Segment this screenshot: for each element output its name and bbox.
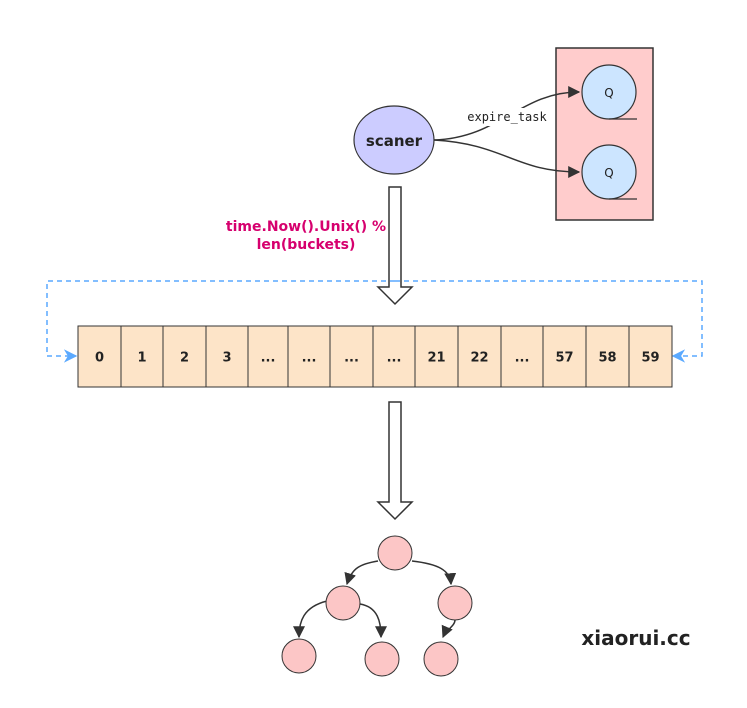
bucket-label: 3 [222,351,231,366]
queue-2: Q [581,144,637,200]
bucket-cell [500,325,544,388]
edge-to-queue-2 [433,139,581,178]
bucket-label: ... [302,351,317,366]
bucket-cell [457,325,502,388]
down-arrow-scanner [376,186,414,306]
bucket-label: 2 [180,351,189,366]
bucket-label: ... [387,351,402,366]
bucket-label: ... [344,351,359,366]
queue-1-label: Q [604,86,613,100]
edge-label-bg [464,108,550,126]
bucket-cell [247,325,289,388]
bucket-cell [542,325,587,388]
bucket-cell [628,325,673,388]
bucket-cell [414,325,459,388]
bucket-cell [287,325,331,388]
down-arrow-tree [376,401,414,521]
bucket-cell [205,325,249,388]
tree-edges [293,560,457,639]
bucket-cell [120,325,164,388]
tree-node-right-left [423,641,459,677]
scanner-node: scaner [353,105,435,175]
bucket-label: 1 [137,351,146,366]
wrap-arrow-left [46,280,395,363]
tree-node-left [325,585,361,621]
queue-1: Q [581,64,637,120]
scanner-label: scaner [366,132,423,150]
wrap-arrow-right [395,280,703,363]
edge-label: expire_task [467,110,547,124]
formula-line-1: time.Now().Unix() % [226,219,386,235]
bucket-cell [585,325,630,388]
bucket-label: 58 [598,351,616,366]
bucket-label: 21 [427,351,445,366]
bucket-cell [329,325,374,388]
bucket-label: ... [261,351,276,366]
tree-node-left-left [281,638,317,674]
bucket-cell [77,325,122,388]
tree-node-left-right [364,641,400,677]
bucket-label: 0 [95,351,104,366]
tree-node-right [437,585,473,621]
bucket-row: 0 1 2 3............ 21 22... 57 58 59 [77,325,673,388]
bucket-label: 57 [555,351,573,366]
watermark: xiaorui.cc [581,626,690,650]
formula-line-2: len(buckets) [257,237,356,253]
queue-2-label: Q [604,166,613,180]
bucket-label: ... [515,351,530,366]
bucket-cell [372,325,416,388]
bucket-label: 22 [470,351,488,366]
bucket-label: 59 [641,351,659,366]
tree-node-root [377,535,413,571]
